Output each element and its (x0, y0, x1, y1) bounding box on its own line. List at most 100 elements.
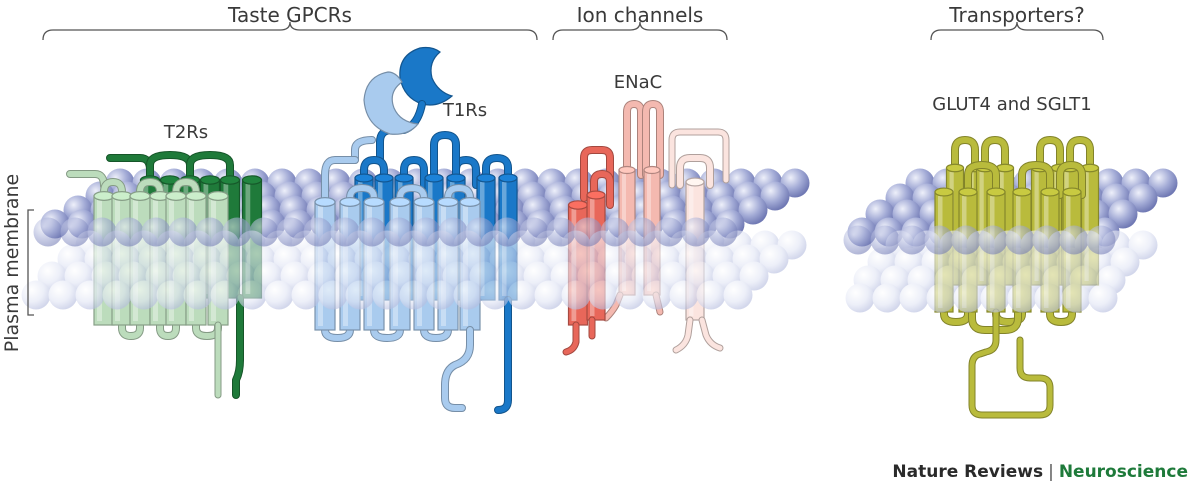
enac-subunit-alpha-loop (581, 147, 613, 201)
t1r-extracellular-loop (401, 157, 427, 188)
enac-subunit-gamma-loop (669, 129, 729, 188)
t2r-c-terminus (233, 295, 243, 398)
lipid-head (1128, 183, 1158, 213)
lipid-head (1108, 199, 1138, 229)
lipid-head (1088, 283, 1118, 313)
helix-cap (437, 197, 459, 208)
bracket-gpcrs (42, 21, 538, 41)
t2r-n-terminus (107, 155, 153, 173)
t1r-extracellular-loop (361, 157, 387, 188)
lipid-head (195, 217, 225, 247)
lipid-head (843, 225, 873, 255)
lipid-head (156, 280, 186, 310)
helix-cap (567, 200, 589, 210)
helix-cap (339, 197, 361, 208)
lipid-head (465, 217, 495, 247)
label-enac: ENaC (614, 72, 662, 93)
lipid-head (357, 217, 387, 247)
lipid-head (1005, 225, 1035, 255)
t2r-front-extracellular-loop (101, 179, 125, 203)
t1r-front-extracellular-loop (347, 185, 377, 208)
bracket-transporters (930, 21, 1104, 41)
lipid-head (573, 217, 603, 247)
helix-highlight (1034, 172, 1039, 281)
lipid-head (669, 280, 699, 310)
label-t1rs: T1Rs (442, 100, 487, 121)
helix-cap (363, 197, 385, 208)
enac-subunit-beta-loop (624, 101, 644, 178)
membrane-outer-leaflet-front (33, 217, 1116, 255)
t1r-long-loop (431, 132, 459, 188)
helix-cap (945, 163, 965, 173)
lipid-head (546, 217, 576, 247)
lipid-head (872, 283, 902, 313)
lipid-head (924, 225, 954, 255)
lipid-head (870, 225, 900, 255)
t1r-front-intracellular-loop (322, 317, 353, 341)
lipid-head (399, 280, 429, 310)
helix-cap (111, 191, 133, 202)
helix-cap (446, 173, 466, 183)
journal-credit: Nature Reviews|Neuroscience (892, 462, 1188, 482)
lipid-head (318, 280, 348, 310)
lipid-head (33, 217, 63, 247)
helix-cap (165, 191, 187, 202)
glut-intracellular-loop (941, 302, 971, 325)
label-t2rs: T2Rs (163, 122, 208, 143)
lipid-head (222, 217, 252, 247)
lipid-head (845, 283, 875, 313)
t1r-c-terminus (495, 297, 511, 413)
lipid-head (453, 280, 483, 310)
lipid-head (951, 225, 981, 255)
helix-cap (394, 173, 414, 183)
lipid-head (953, 283, 983, 313)
helix-cap (934, 187, 954, 197)
t1r-extracellular-loop (483, 155, 511, 188)
lipid-head (681, 217, 711, 247)
lipid-head (60, 217, 90, 247)
glut-front-extracellular-loop (1057, 162, 1085, 198)
helix-cap (986, 187, 1006, 197)
t1r-front-extracellular-loop (397, 185, 427, 208)
lipid-head (519, 217, 549, 247)
glut-front-extracellular-loop (1019, 162, 1053, 198)
lipid-head (291, 280, 321, 310)
lipid-head (1032, 225, 1062, 255)
lipid-head (600, 217, 630, 247)
lipid-head (723, 280, 753, 310)
t1r-front-intracellular-loop (421, 317, 451, 341)
enac-subunit-beta-loop (643, 101, 663, 178)
lipid-head (642, 280, 672, 310)
helix-cap (1062, 187, 1082, 197)
lipid-head (708, 217, 738, 247)
lipid-head (980, 283, 1010, 313)
glut-extracellular-loop (982, 137, 1008, 178)
membrane-label: Plasma membrane (1, 174, 23, 352)
lipid-head (264, 280, 294, 310)
journal-subject: Neuroscience (1058, 462, 1188, 482)
glut-front-extracellular-loop (965, 162, 999, 198)
lipid-head (507, 280, 537, 310)
glut-extracellular-loop (1037, 137, 1063, 178)
glut-intracellular-loop (1047, 302, 1075, 325)
lipid-head (426, 280, 456, 310)
lipid-head (303, 217, 333, 247)
lipid-head (75, 280, 105, 310)
lipid-head (1007, 283, 1037, 313)
lipid-head (249, 217, 279, 247)
t2r-front-intracellular-loop (157, 317, 179, 339)
lipid-head (384, 217, 414, 247)
helix-cap (413, 197, 435, 208)
helix-cap (207, 191, 229, 202)
lipid-head (738, 195, 768, 225)
lipid-head (330, 217, 360, 247)
lipid-head (1061, 283, 1091, 313)
enac-subunit-gamma-loop (677, 155, 713, 188)
lipid-head (897, 225, 927, 255)
lipid-head (372, 280, 402, 310)
lipid-head (48, 280, 78, 310)
helix-cap (241, 175, 263, 185)
lipid-head (926, 283, 956, 313)
t2r-front-intracellular-loop (119, 317, 143, 339)
helix-cap (958, 187, 978, 197)
